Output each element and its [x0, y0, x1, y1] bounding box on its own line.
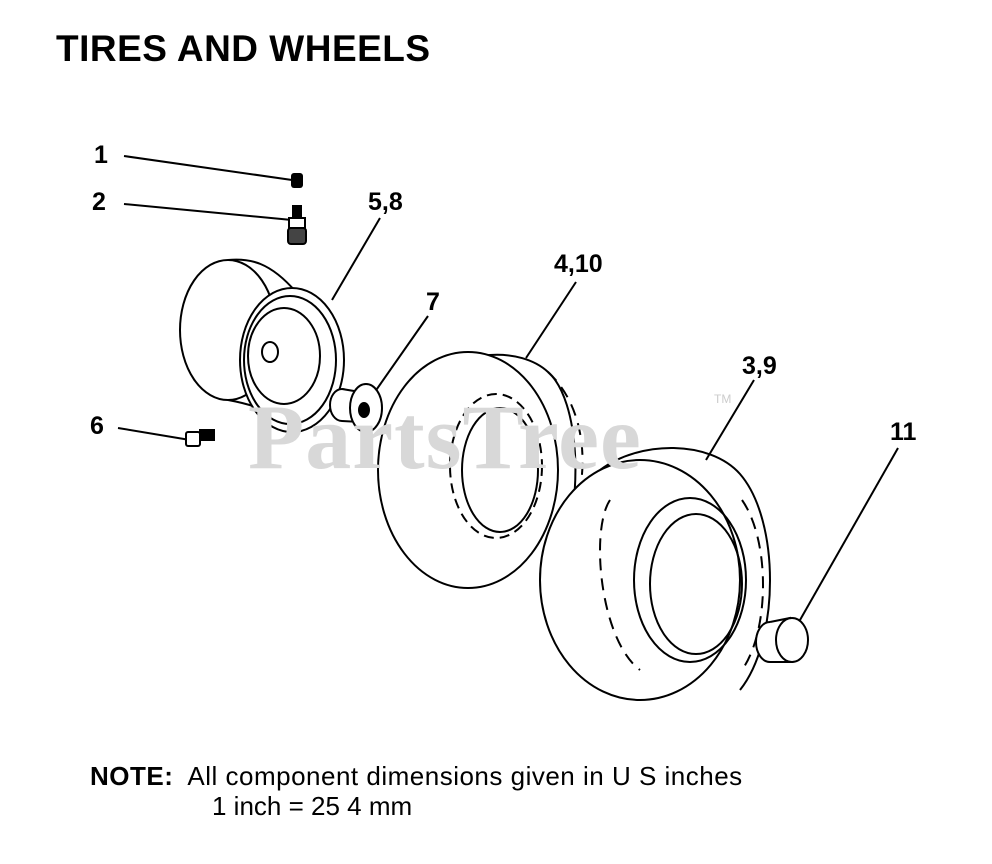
leader-7 [371, 315, 429, 397]
callout-11: 11 [890, 418, 917, 446]
note-block: NOTE: All component dimensions given in U… [90, 761, 743, 821]
leader-2 [123, 203, 293, 221]
note-line-1: All component dimensions given in U S in… [187, 761, 743, 791]
leader-11 [799, 447, 899, 621]
leader-4-10 [525, 281, 577, 359]
callout-3-9: 3,9 [742, 352, 777, 380]
callout-6: 6 [90, 412, 104, 440]
callout-2: 2 [92, 188, 106, 216]
watermark: PartsTree [248, 386, 642, 488]
callout-1: 1 [94, 141, 108, 169]
watermark-tm: TM [714, 392, 732, 406]
callout-7: 7 [426, 288, 440, 316]
fitting-icon [185, 429, 215, 447]
wheel-rim-icon [179, 258, 345, 433]
note-label: NOTE: [90, 761, 174, 791]
leader-6 [117, 427, 191, 441]
leader-3-9 [705, 379, 755, 461]
valve-cap-icon [291, 173, 303, 188]
callout-5-8: 5,8 [368, 188, 403, 216]
bushing-icon [329, 383, 383, 433]
hub-cap-icon [755, 616, 809, 663]
leader-1 [123, 155, 293, 181]
callout-4-10: 4,10 [554, 250, 603, 278]
leader-5-8 [331, 217, 381, 301]
page-title: TIRES AND WHEELS [56, 28, 431, 69]
note-line-2: 1 inch = 25 4 mm [212, 791, 413, 821]
valve-stem-icon [287, 205, 307, 245]
